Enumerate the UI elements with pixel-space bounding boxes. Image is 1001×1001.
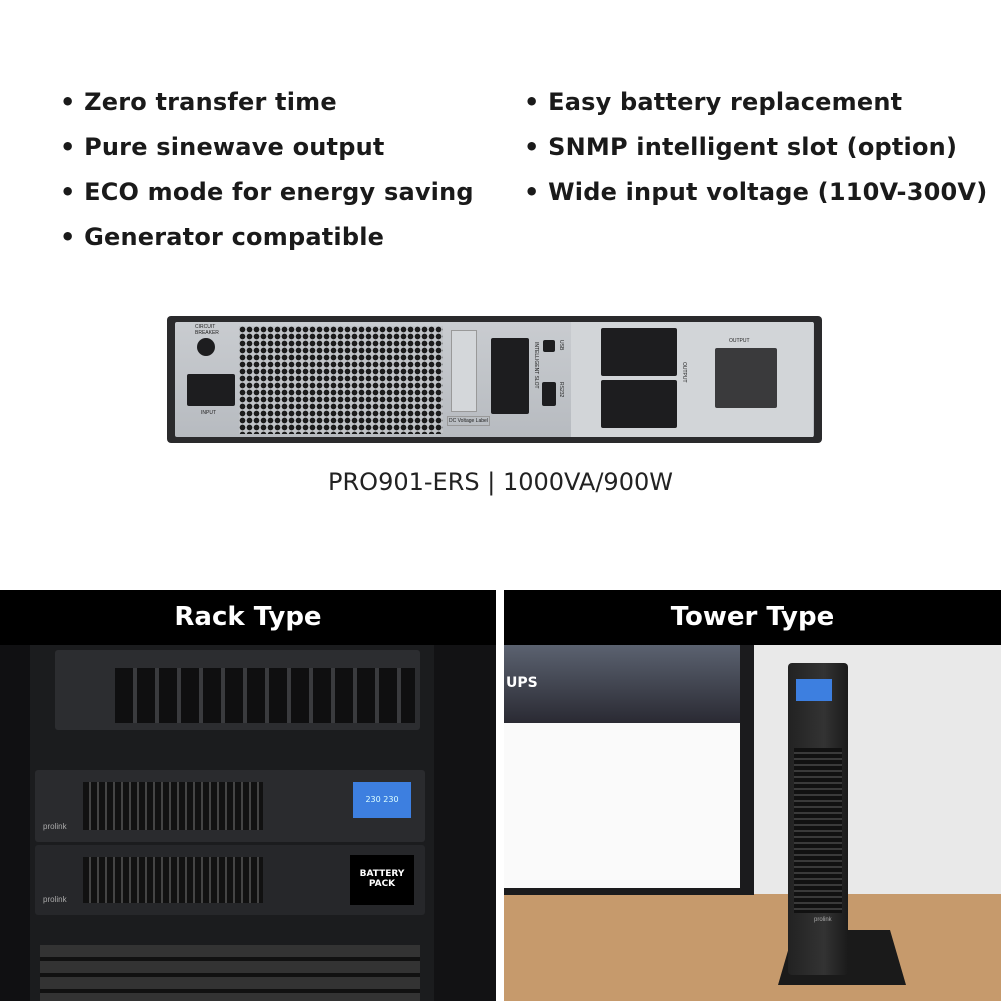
battery-pack-label: BATTERY PACK [350,855,414,905]
tower-type-title: Tower Type [504,590,1001,645]
switch-ports [115,668,415,723]
iec-outlets-top [601,328,677,376]
battery-pack: prolink BATTERY PACK [35,845,425,915]
rack-photo: prolink 230 230 prolink BATTERY PACK [0,645,496,1001]
lcd-display: 230 230 [353,782,411,818]
features-right: Easy battery replacement SNMP intelligen… [524,80,987,215]
monitor-banner: UPS [504,645,740,723]
tower-photo: UPS prolink [504,645,1001,1001]
slot-label: INTELLIGENT SLOT [533,342,539,389]
input-label: INPUT [201,410,216,416]
rs232-port [542,382,556,406]
server-drives [40,945,420,1001]
rack-ups: prolink 230 230 [35,770,425,842]
feature-item: ECO mode for energy saving [60,170,474,215]
brand-label: prolink [814,917,832,923]
screen-heading: UPS [506,675,538,691]
breaker-label: CIRCUIT BREAKER [195,324,219,336]
rack-rail-right [434,645,496,1001]
circuit-breaker [197,338,215,356]
monitor: UPS [504,645,754,895]
feature-item: Generator compatible [60,215,474,260]
features-left: Zero transfer time Pure sinewave output … [60,80,474,260]
battery-cover [451,330,477,412]
universal-outlet [715,348,777,408]
brand-label: prolink [43,895,67,904]
usb-label: USB [558,340,564,351]
brand-label: prolink [43,822,67,831]
output-label: OUTPUT [729,338,750,344]
rs232-label: RS232 [558,382,564,398]
output-section: OUTPUT OUTPUT [571,322,813,437]
usb-port [543,340,555,352]
tower-ups: prolink [788,663,848,975]
battery-vent [83,857,263,903]
rack-rail-left [0,645,30,1001]
feature-item: SNMP intelligent slot (option) [524,125,987,170]
feature-item: Wide input voltage (110V-300V) [524,170,987,215]
output-side-label: OUTPUT [681,362,687,383]
network-switch [55,650,420,730]
ups-vent [83,782,263,830]
feature-item: Pure sinewave output [60,125,474,170]
intelligent-slot [491,338,529,414]
ups-rear-panel-image: CIRCUIT BREAKER INPUT DC Voltage Label I… [167,316,822,443]
model-caption: PRO901-ERS | 1000VA/900W [328,468,673,496]
rack-type-title: Rack Type [0,590,496,645]
iec-outlets-bottom [601,380,677,428]
dc-label: DC Voltage Label [447,416,490,426]
vent-grille [239,326,443,434]
monitor-product-grid [504,723,740,888]
tower-vent [794,748,842,913]
tower-lcd [796,679,832,701]
feature-item: Easy battery replacement [524,80,987,125]
feature-item: Zero transfer time [60,80,474,125]
input-socket [187,374,235,406]
